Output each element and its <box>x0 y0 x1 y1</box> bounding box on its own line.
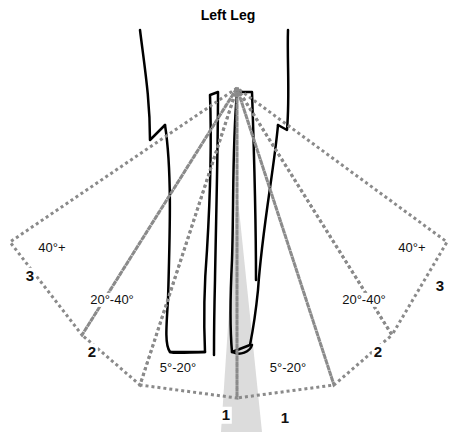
zone-number: 3 <box>24 268 36 285</box>
angle-label: 40°+ <box>36 241 67 255</box>
angle-label: 5°-20° <box>158 361 198 375</box>
angle-label: 20°-40° <box>88 293 136 307</box>
body-outline <box>140 30 288 355</box>
angle-label: 20°-40° <box>340 293 388 307</box>
zone-sectors <box>10 88 447 398</box>
angle-label: 5°-20° <box>268 361 308 375</box>
zone-number: 2 <box>86 344 98 361</box>
angle-label: 40°+ <box>396 241 427 255</box>
zone-number: 2 <box>372 344 384 361</box>
zone-number: 1 <box>220 407 232 424</box>
zone-number: 3 <box>434 278 446 295</box>
diagram-title: Left Leg <box>201 7 255 23</box>
zone-number: 1 <box>279 410 291 427</box>
